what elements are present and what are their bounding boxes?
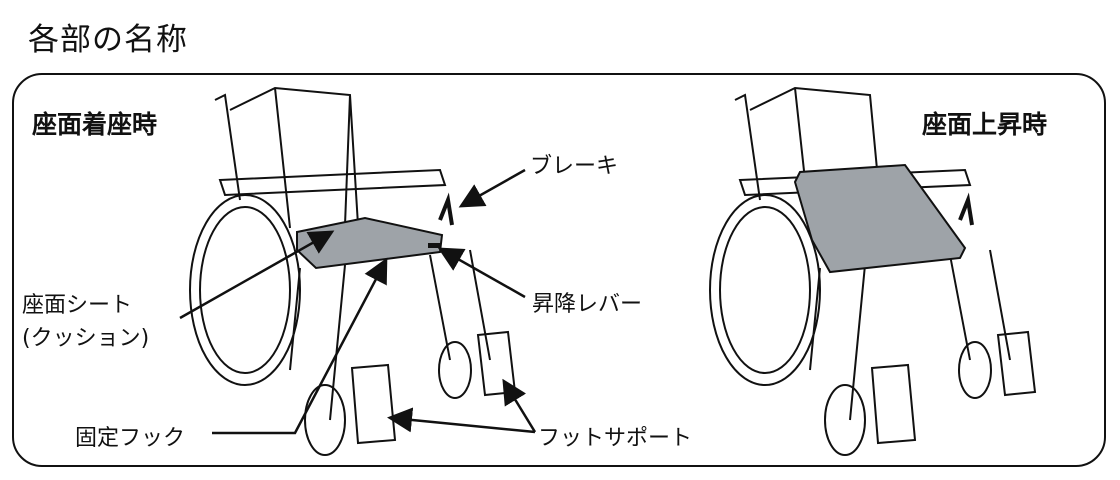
footrest — [350, 363, 397, 445]
fixing-hook-label: 固定フック — [75, 426, 186, 451]
state-seated-label: 座面着座時 — [32, 110, 158, 139]
front-caster — [304, 384, 346, 456]
lift-lever-label: 昇降レバー — [532, 292, 643, 317]
footrest — [476, 330, 517, 397]
footrest-arrow-2 — [502, 378, 537, 433]
brake-arrow — [458, 168, 526, 208]
hook-arrow — [212, 257, 388, 435]
wheelchair-raised — [709, 86, 1037, 456]
seat-cushion — [296, 216, 444, 270]
state-raised-label: 座面上昇時 — [922, 110, 1048, 139]
foot-support-label: フットサポート — [538, 426, 693, 451]
wheelchair-seated — [189, 86, 517, 456]
brake-label: ブレーキ — [530, 154, 619, 179]
armrest — [218, 168, 447, 197]
lift-lever — [428, 243, 440, 248]
front-caster — [438, 341, 472, 399]
seat-label-line2: (クッション) — [22, 326, 150, 351]
seat-cushion-raised — [793, 163, 967, 274]
lever-arrow — [437, 247, 526, 299]
footrest-arrow-1 — [387, 407, 536, 434]
seat-label-line1: 座面シート — [22, 293, 133, 318]
rear-wheel — [189, 194, 301, 386]
diagram-frame — [12, 73, 1106, 467]
page-title: 各部の名称 — [28, 22, 188, 58]
seat-arrow — [179, 230, 335, 320]
